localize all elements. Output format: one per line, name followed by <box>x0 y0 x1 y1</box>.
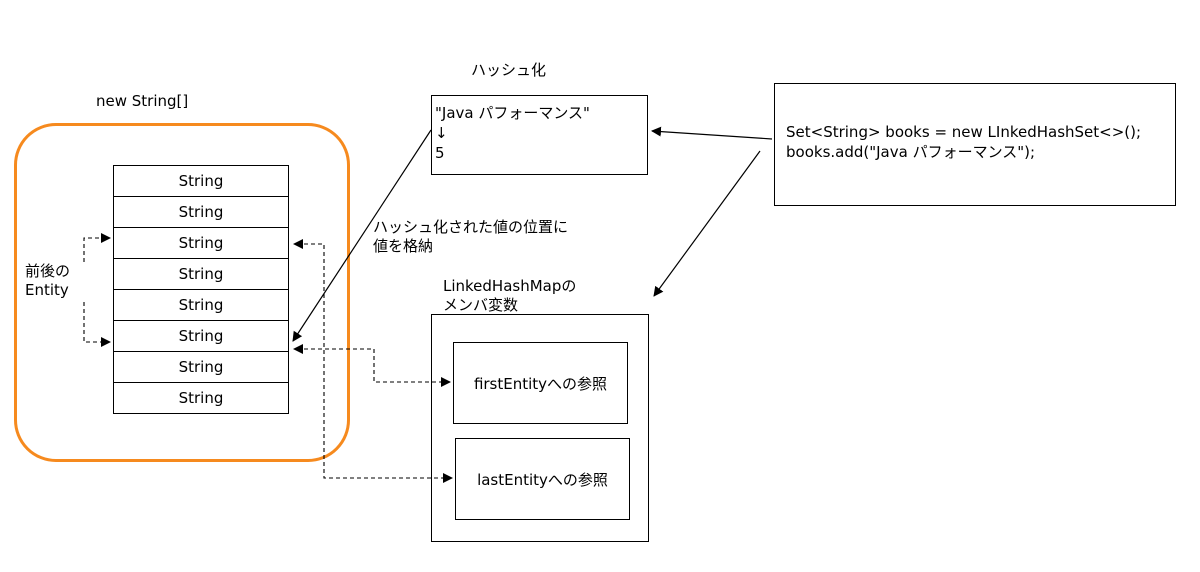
array-title: new String[] <box>96 92 189 110</box>
map-title-line: メンバ変数 <box>443 296 519 314</box>
store-note: ハッシュ化された値の位置に 値を格納 <box>373 218 568 256</box>
array-cell: String <box>113 165 289 196</box>
first-entity-ref: firstEntityへの参照 <box>453 342 628 424</box>
hash-line: ↓ <box>435 124 448 142</box>
array-cell: String <box>113 227 289 258</box>
neighbor-entity-label: 前後の Entity <box>25 262 70 300</box>
store-note-line: 値を格納 <box>373 237 434 255</box>
array-cell: String <box>113 320 289 351</box>
code-to-map-arrow <box>653 150 761 297</box>
string-array: String String String String String Strin… <box>113 165 289 414</box>
array-group-outline <box>14 123 350 462</box>
hash-line: 5 <box>435 144 445 162</box>
hash-line: "Java パフォーマンス" <box>435 104 590 122</box>
code-line: books.add("Java パフォーマンス"); <box>786 143 1036 161</box>
hash-box: "Java パフォーマンス" ↓ 5 <box>431 95 648 175</box>
array-cell: String <box>113 196 289 227</box>
code-to-hash-arrow <box>651 126 773 140</box>
last-entity-ref: lastEntityへの参照 <box>455 438 630 520</box>
hash-title: ハッシュ化 <box>471 61 547 79</box>
last-entity-link <box>293 239 452 479</box>
array-cell: String <box>113 258 289 289</box>
neighbor-label-line: 前後の <box>25 262 71 280</box>
array-cell: String <box>113 289 289 320</box>
store-note-line: ハッシュ化された値の位置に <box>373 218 569 236</box>
neighbor-link-bottom <box>83 302 111 347</box>
code-line: Set<String> books = new LInkedHashSet<>(… <box>786 123 1142 141</box>
first-entity-link <box>293 344 450 383</box>
code-block: Set<String> books = new LInkedHashSet<>(… <box>774 83 1176 206</box>
map-members-box <box>431 314 649 542</box>
array-cell: String <box>113 382 289 414</box>
neighbor-label-line: Entity <box>25 281 69 299</box>
map-title: LinkedHashMapの メンバ変数 <box>443 277 576 315</box>
array-cell: String <box>113 351 289 382</box>
map-title-line: LinkedHashMapの <box>443 277 577 295</box>
neighbor-link-top <box>83 233 111 262</box>
hash-to-array-arrow <box>292 129 432 342</box>
